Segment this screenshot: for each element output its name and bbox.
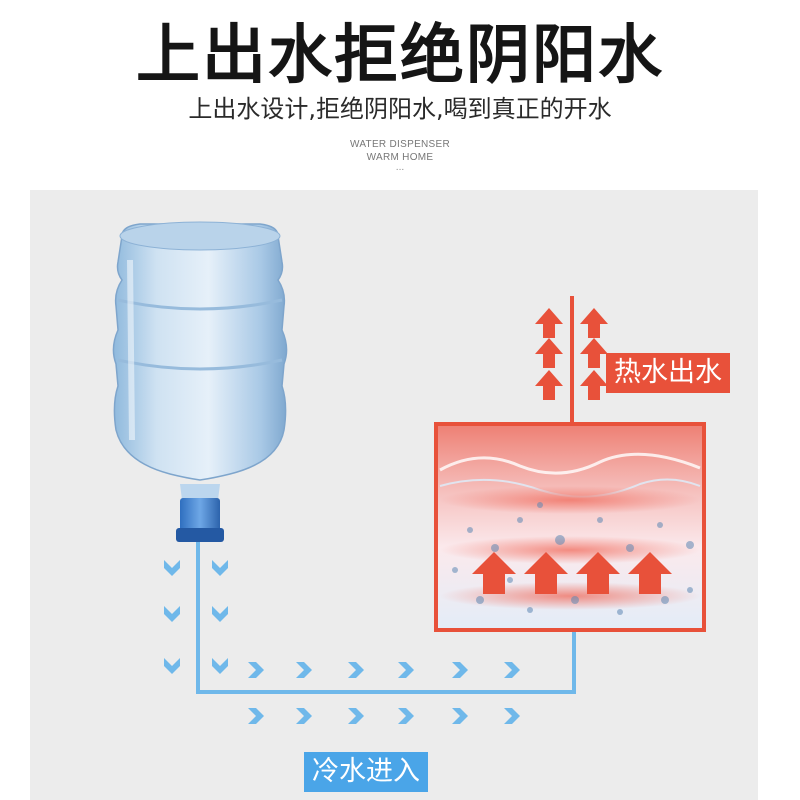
chevron-right-icon (296, 708, 312, 724)
arrow-up-icon (535, 338, 563, 368)
chevron-down-icon (212, 606, 228, 622)
chevron-right-icon (504, 708, 520, 724)
page-title: 上出水拒绝阴阳水 (136, 19, 664, 93)
chevron-down-icon (212, 658, 228, 674)
english-tagline-2: WARM HOME (366, 152, 434, 163)
heating-tank (434, 422, 706, 632)
chevron-right-icon (398, 662, 414, 678)
arrow-up-icon (580, 370, 608, 400)
chevron-right-icon (248, 708, 264, 724)
arrow-up-icon (535, 308, 563, 338)
english-tagline-1: WATER DISPENSER (349, 139, 451, 150)
chevron-right-icon (452, 662, 468, 678)
chevron-down-icon (212, 560, 228, 576)
hot-water-out-label: 热水出水 (606, 353, 730, 393)
chevron-right-icon (398, 708, 414, 724)
chevron-down-icon (164, 560, 180, 576)
cold-water-in-label: 冷水进入 (304, 752, 428, 792)
chevron-right-icon (296, 662, 312, 678)
tagline-dots: ... (395, 163, 405, 173)
chevron-down-icon (164, 658, 180, 674)
chevron-right-icon (452, 708, 468, 724)
water-bottle-icon (112, 221, 288, 542)
chevron-right-icon (348, 708, 364, 724)
chevron-right-icon (348, 662, 364, 678)
arrow-up-icon (580, 308, 608, 338)
chevron-right-icon (504, 662, 520, 678)
chevron-right-icon (248, 662, 264, 678)
arrow-up-icon (535, 370, 563, 400)
chevron-down-icon (164, 606, 180, 622)
page-subtitle: 上出水设计,拒绝阴阳水,喝到真正的开水 (188, 95, 612, 123)
arrow-up-icon (580, 338, 608, 368)
cold-water-pipe (196, 542, 576, 694)
